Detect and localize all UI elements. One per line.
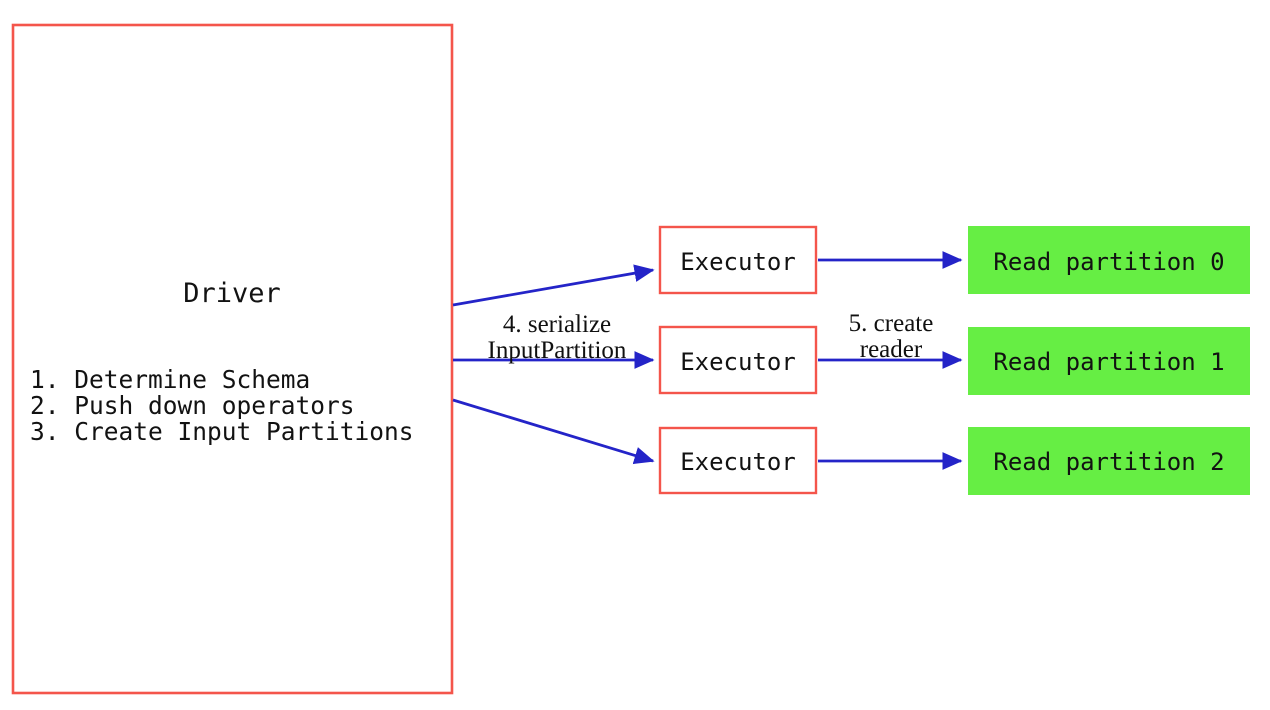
partition-label-2: Read partition 2 [993,448,1224,476]
arrow-label-serialize-line1: 4. serialize [503,311,611,338]
executor-box-2 [658,426,818,495]
driver-step-2: 2. Push down operators [30,391,355,420]
arrow-driver-to-executor-0 [452,264,655,307]
executor-box-0 [658,225,818,295]
partition-label-0: Read partition 0 [993,248,1224,276]
arrow-driver-to-executor-2 [452,398,655,465]
driver-step-1: 1. Determine Schema [30,365,310,394]
partition-box-1 [968,327,1250,395]
partition-label-1: Read partition 1 [993,348,1224,376]
driver-box [11,23,454,695]
executor-box-1 [658,325,818,395]
arrow-label-serialize-line2: InputPartition [488,337,627,364]
driver-title: Driver [183,278,281,309]
executor-label-1: Executor [680,348,796,376]
partition-box-0 [968,226,1250,294]
arrow-label-create-reader-line2: reader [860,336,923,363]
arrow-label-create-reader-line1: 5. create [849,310,934,337]
driver-step-3: 3. Create Input Partitions [30,417,414,446]
executor-label-2: Executor [680,448,796,476]
partition-box-2 [968,427,1250,495]
executor-label-0: Executor [680,248,796,276]
